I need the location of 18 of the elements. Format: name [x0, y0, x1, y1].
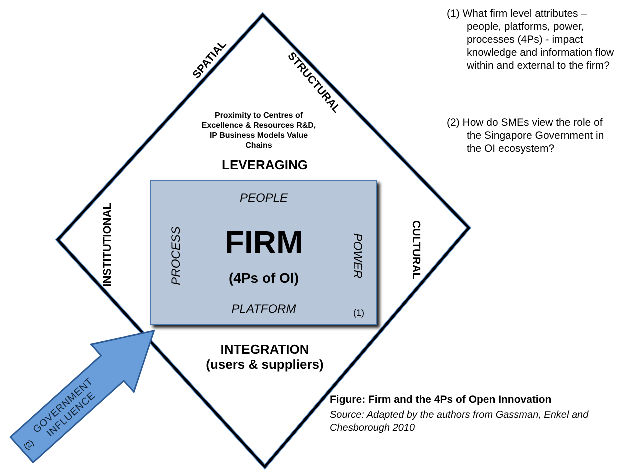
side-label: CULTURAL	[410, 220, 422, 280]
question-text: (2) How do SMEs view the role of the Singapore Government in the OI ecosystem?	[447, 117, 606, 156]
question-text: (1) What firm level attributes – people, platforms, power, processes (4Ps) - impact knowledge and information flow within and external to the firm?	[447, 8, 616, 73]
side-label: INSTITUTIONAL	[102, 203, 114, 287]
process-box	[150, 180, 377, 325]
source-text: Source: Adapted by the authors from Gassman, Enkel and Chesborough 2010	[330, 409, 590, 435]
side-label: PEOPLE	[240, 191, 288, 205]
caption: Figure: Firm and the 4Ps of Open Innovation	[330, 394, 552, 406]
title-text: FIRM	[224, 224, 304, 262]
body-text: Proximity to Centres of Excellence & Resources R&D, IP Business Models Value Chains	[200, 111, 316, 151]
subtitle-text: (4Ps of OI)	[229, 270, 299, 286]
side-label: PROCESS	[169, 226, 183, 286]
side-label: POWER	[351, 233, 365, 279]
callout-number: (2)	[22, 438, 36, 452]
heading-text: INTEGRATION (users & suppliers)	[205, 342, 325, 372]
callout-number: (1)	[354, 308, 364, 318]
heading-text: LEVERAGING	[222, 158, 308, 172]
side-label: PLATFORM	[232, 302, 296, 316]
